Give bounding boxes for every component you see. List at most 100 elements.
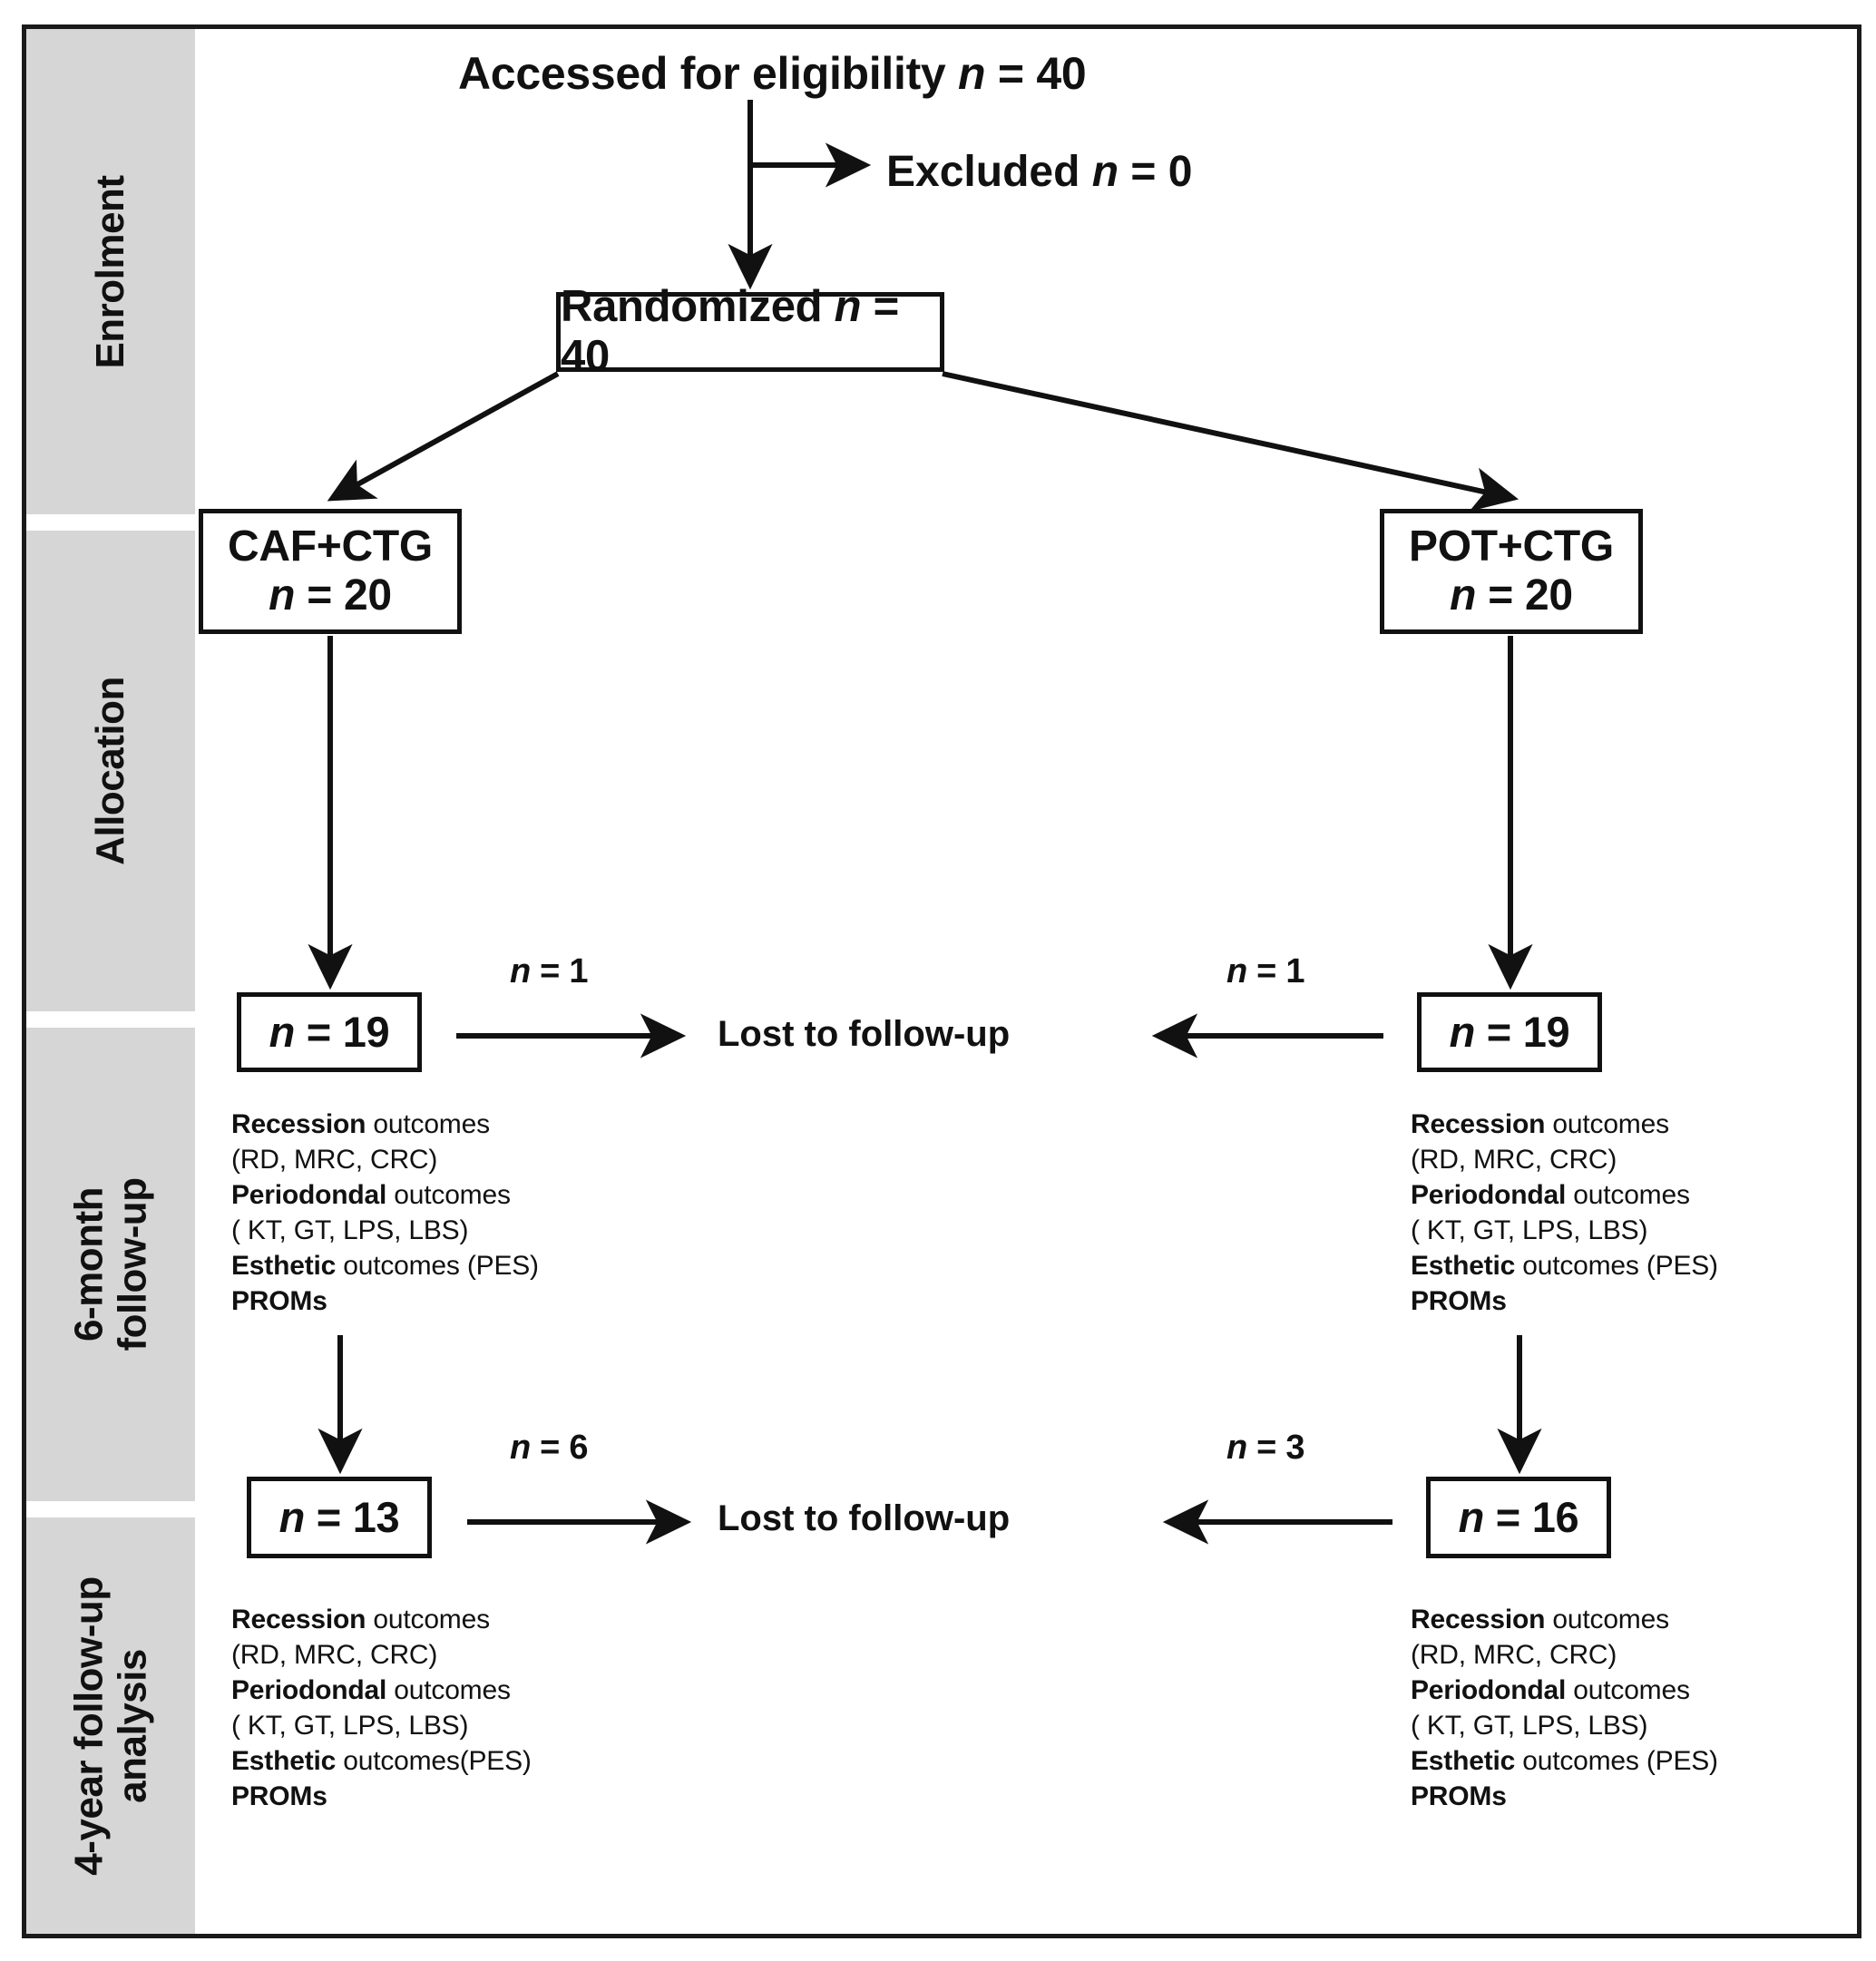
outcome-category: Periodondal (231, 1180, 387, 1210)
outcome-detail: (RD, MRC, CRC) (1411, 1640, 1617, 1670)
four-year-left-loss-label: n = 6 (510, 1429, 588, 1468)
six-month-right-eq: = (1475, 1007, 1523, 1056)
six-month-box-left: n = 19 (237, 992, 422, 1072)
loss-eq: = (530, 952, 570, 990)
outcome-detail: outcomes (PES) (1515, 1251, 1718, 1281)
outcome-detail: outcomes (386, 1675, 511, 1705)
outcome-detail: outcomes (PES) (336, 1251, 539, 1281)
allocation-left-n: n = 20 (269, 571, 392, 620)
four-year-lost-to-follow-up-label: Lost to follow-up (718, 1498, 1011, 1538)
stage-label-line1: 4-year follow-up (66, 1576, 112, 1876)
outcome-category: Esthetic (231, 1251, 337, 1281)
connector-randomized-to-caf (327, 371, 560, 502)
stage-label-line1: 6-month (66, 1186, 112, 1342)
assessed-label: Accessed for eligibility (458, 48, 946, 99)
allocation-left-eq: = (295, 571, 345, 620)
outcome-category: Periodondal (1411, 1675, 1567, 1705)
outcome-category: Esthetic (231, 1746, 337, 1776)
loss-value: 6 (569, 1429, 589, 1467)
flow-area: Accessed for eligibility n = 40 Excluded… (195, 27, 1860, 1936)
four-year-right-n: n = 16 (1459, 1492, 1579, 1542)
loss-value: 1 (1285, 952, 1305, 990)
outcome-detail: outcomes (386, 1180, 511, 1210)
four-year-right-value: 16 (1531, 1492, 1579, 1541)
four-year-left-value: 13 (352, 1492, 400, 1541)
outcome-detail: outcomes(PES) (336, 1746, 532, 1776)
outcome-detail: outcomes (1566, 1675, 1690, 1705)
allocation-box-pot-ctg: POT+CTG n = 20 (1380, 509, 1643, 634)
outcome-line: Recession outcomes (1411, 1602, 1718, 1637)
stage-band-four-year: 4-year follow-up analysis (26, 1517, 195, 1934)
six-month-left-n-symbol: n (269, 1007, 296, 1056)
outcome-detail: ( KT, GT, LPS, LBS) (1411, 1215, 1648, 1245)
allocation-right-n-symbol: n (1450, 571, 1477, 620)
outcome-detail: ( KT, GT, LPS, LBS) (231, 1711, 469, 1741)
outcome-detail: (RD, MRC, CRC) (1411, 1145, 1617, 1175)
outcome-category: PROMs (231, 1781, 327, 1811)
outcome-line: PROMs (231, 1283, 539, 1319)
outcome-line: ( KT, GT, LPS, LBS) (1411, 1708, 1718, 1743)
allocation-right-eq: = (1476, 571, 1526, 620)
six-month-left-value: 19 (342, 1007, 390, 1056)
randomized-label: Randomized (561, 282, 823, 332)
outcome-category: Periodondal (1411, 1180, 1567, 1210)
connector-randomized-to-pot (942, 371, 1519, 512)
outcome-line: Periodondal outcomes (1411, 1673, 1718, 1708)
four-year-box-left: n = 13 (247, 1477, 432, 1558)
outcome-line: Periodondal outcomes (231, 1177, 539, 1213)
stage-band-allocation-text: Allocation (88, 677, 133, 865)
outcome-line: ( KT, GT, LPS, LBS) (1411, 1213, 1718, 1248)
stage-label-line1: Allocation (88, 677, 133, 865)
flow-connectors (308, 100, 1542, 1545)
outcome-category: Recession (231, 1605, 366, 1634)
outcome-line: Esthetic outcomes (PES) (1411, 1248, 1718, 1283)
four-year-left-n-symbol: n (278, 1492, 306, 1541)
outcome-category: PROMs (1411, 1781, 1507, 1811)
excluded-value: 0 (1168, 148, 1193, 196)
stage-column: Enrolment Allocation 6-month follow-up 4… (26, 29, 195, 1934)
outcome-line: (RD, MRC, CRC) (1411, 1637, 1718, 1673)
randomized-box: Randomized n = 40 (556, 282, 944, 381)
six-month-lost-to-follow-up-label: Lost to follow-up (718, 1014, 1011, 1054)
six-month-left-n: n = 19 (269, 1007, 390, 1057)
outcome-line: (RD, MRC, CRC) (1411, 1142, 1718, 1177)
outcome-line: Recession outcomes (231, 1602, 532, 1637)
outcome-detail: outcomes (366, 1605, 490, 1634)
four-year-left-eq: = (305, 1492, 353, 1541)
loss-n-symbol: n (1226, 952, 1247, 990)
excluded-label: Excluded n = 0 (886, 147, 1192, 197)
outcome-line: PROMs (1411, 1283, 1718, 1319)
excluded-text: Excluded (886, 148, 1080, 196)
four-year-left-n: n = 13 (278, 1492, 400, 1542)
assessed-n-symbol: n (958, 48, 986, 99)
outcome-category: Recession (1411, 1605, 1546, 1634)
outcome-detail: (RD, MRC, CRC) (231, 1145, 438, 1175)
outcome-detail: outcomes (1545, 1605, 1669, 1634)
outcome-detail: outcomes (PES) (1515, 1746, 1718, 1776)
outcome-line: (RD, MRC, CRC) (231, 1637, 532, 1673)
randomized-value: 40 (561, 332, 610, 381)
stage-label-line2: follow-up (110, 1177, 154, 1351)
four-year-right-outcomes: Recession outcomes(RD, MRC, CRC)Periodon… (1411, 1602, 1718, 1814)
four-year-right-eq: = (1484, 1492, 1532, 1541)
loss-value: 3 (1285, 1429, 1305, 1467)
randomized-eq: = (861, 282, 900, 332)
assessed-eq: = (985, 48, 1037, 99)
outcome-line: Periodondal outcomes (231, 1673, 532, 1708)
loss-value: 1 (569, 952, 589, 990)
four-year-left-outcomes: Recession outcomes(RD, MRC, CRC)Periodon… (231, 1602, 532, 1814)
loss-eq: = (1246, 1429, 1286, 1467)
four-year-box-right: n = 16 (1426, 1477, 1611, 1558)
six-month-right-loss-label: n = 1 (1226, 952, 1304, 991)
loss-n-symbol: n (1226, 1429, 1247, 1467)
outcome-detail: outcomes (1566, 1180, 1690, 1210)
stage-band-enrolment: Enrolment (26, 29, 195, 514)
stage-band-six-month-text: 6-month follow-up (66, 1177, 154, 1351)
outcome-line: ( KT, GT, LPS, LBS) (231, 1213, 539, 1248)
outcome-line: Recession outcomes (231, 1107, 539, 1142)
outcome-detail: (RD, MRC, CRC) (231, 1640, 438, 1670)
outcome-line: Esthetic outcomes(PES) (231, 1743, 532, 1779)
stage-label-line1: Enrolment (88, 174, 133, 369)
six-month-right-n-symbol: n (1449, 1007, 1476, 1056)
